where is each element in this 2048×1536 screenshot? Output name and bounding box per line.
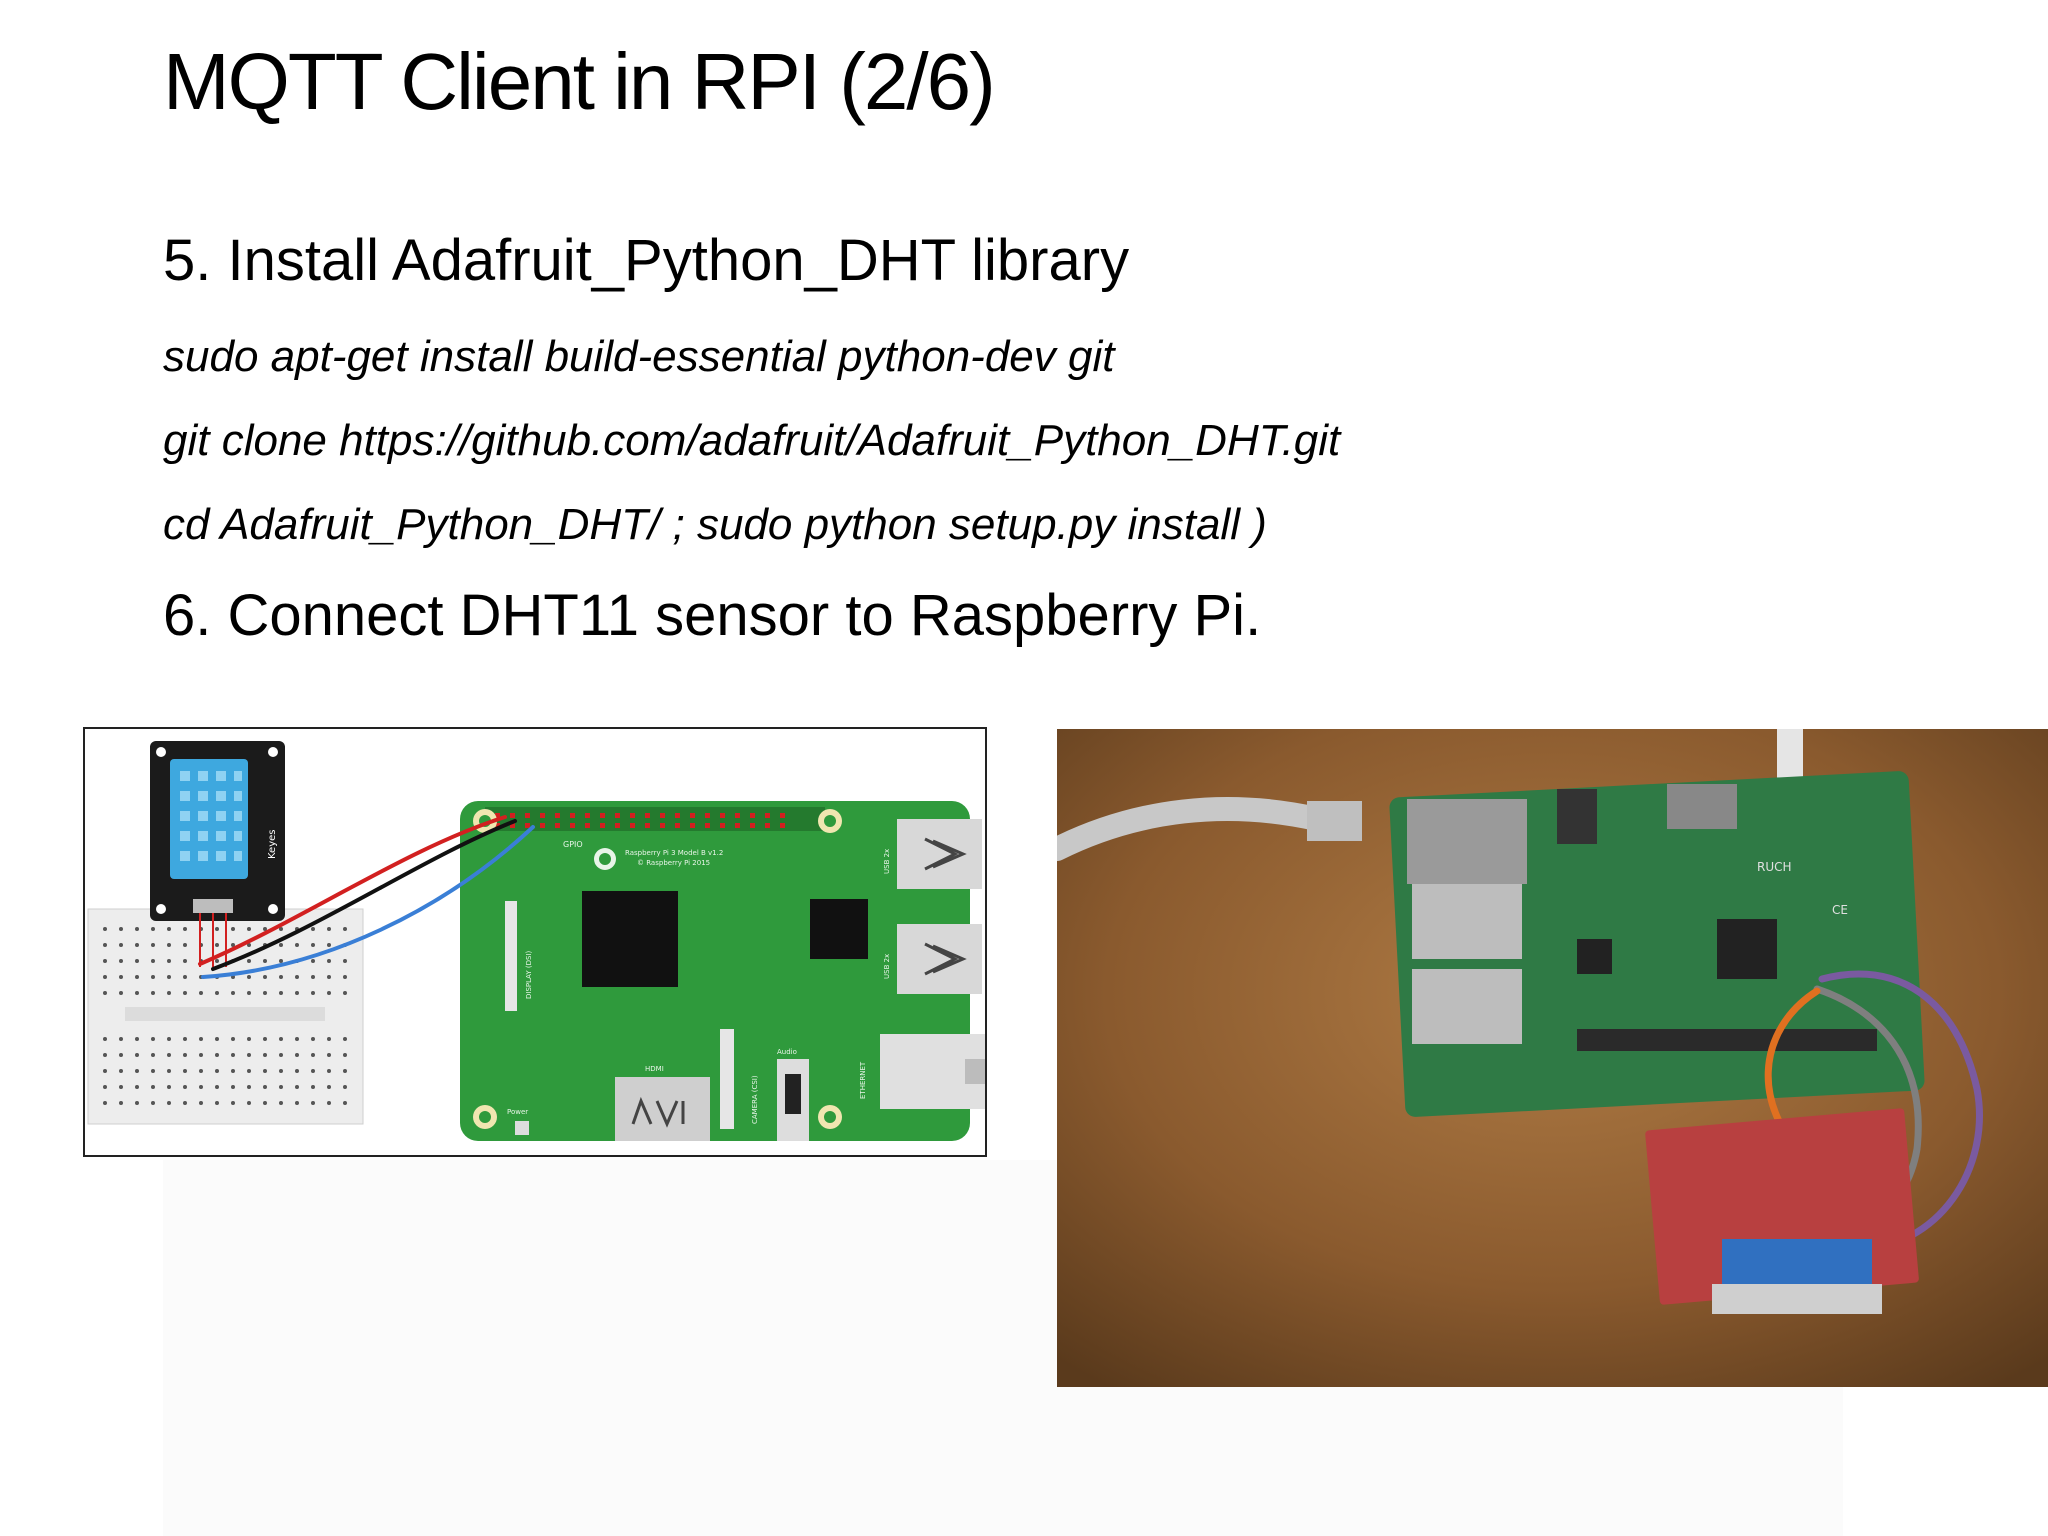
command-line-2: git clone https://github.com/adafruit/Ad…	[163, 416, 1341, 465]
photo-raspberry-pi: RUCH CE	[1389, 771, 1925, 1117]
usb-label-1: USB 2x	[883, 849, 891, 874]
raspberry-logo-icon	[594, 848, 616, 870]
command-line-1: sudo apt-get install build-essential pyt…	[163, 332, 1115, 381]
ethernet-plug	[1307, 801, 1362, 841]
display-label: DISPLAY (DSI)	[525, 950, 533, 999]
slide-title: MQTT Client in RPI (2/6)	[163, 37, 996, 126]
power-cable	[1777, 729, 1803, 779]
wiring-diagram: Keyes GPIO Raspberry Pi 3 Model B v1.2	[83, 727, 987, 1157]
audio-label: Audio	[777, 1048, 797, 1056]
photo-board-mark: RUCH	[1757, 860, 1792, 874]
camera-label: CAMERA (CSI)	[751, 1075, 759, 1124]
power-label: Power	[507, 1108, 528, 1116]
hdmi-label: HDMI	[645, 1065, 664, 1073]
photo-breadboard	[1645, 1108, 1919, 1314]
usb-label-2: USB 2x	[883, 954, 891, 979]
hardware-photo: RUCH CE	[1057, 729, 2048, 1387]
sensor-label: Keyes	[267, 830, 278, 860]
step-6-heading: 6. Connect DHT11 sensor to Raspberry Pi.	[163, 583, 1262, 648]
raspberry-pi-board: GPIO Raspberry Pi 3 Model B v1.2 © Raspb…	[460, 801, 985, 1141]
ethernet-label: ETHERNET	[859, 1061, 867, 1099]
jumper-wires	[198, 815, 535, 979]
ethernet-cable	[1057, 797, 1329, 861]
wiring-diagram-svg: Keyes GPIO Raspberry Pi 3 Model B v1.2	[87, 741, 985, 1141]
board-label-line-1: Raspberry Pi 3 Model B v1.2	[625, 849, 723, 857]
photo-ce-mark: CE	[1832, 903, 1848, 917]
gpio-label: GPIO	[563, 840, 583, 849]
command-line-3: cd Adafruit_Python_DHT/ ; sudo python se…	[163, 500, 1267, 549]
board-label-line-2: © Raspberry Pi 2015	[637, 859, 710, 867]
hardware-photo-svg: RUCH CE	[1057, 729, 2048, 1387]
step-5-heading: 5. Install Adafruit_Python_DHT library	[163, 228, 1130, 293]
dht11-sensor: Keyes	[150, 741, 285, 967]
